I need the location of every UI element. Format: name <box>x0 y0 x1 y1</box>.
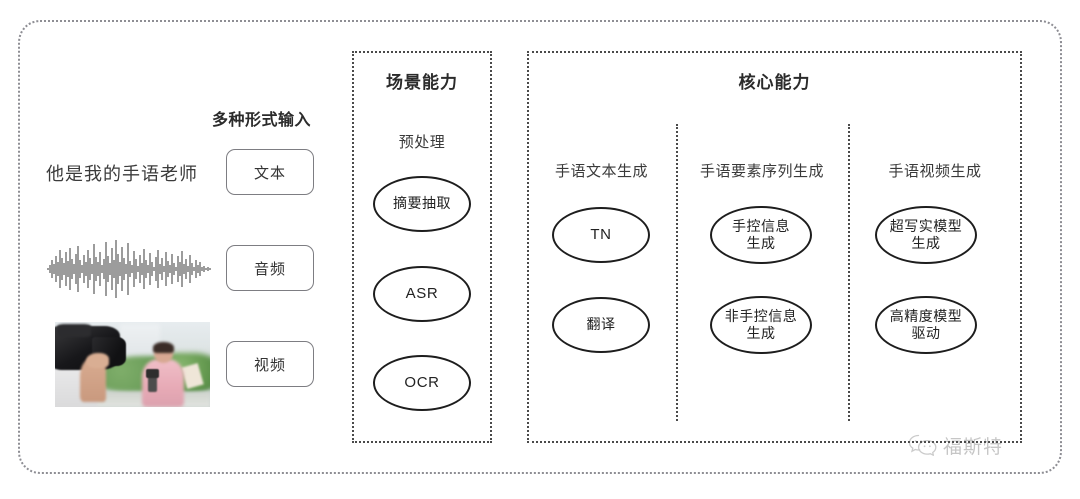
core-capability-divider-2 <box>848 124 850 421</box>
wechat-bubbles-icon <box>908 434 937 456</box>
input-section-heading: 多种形式输入 <box>212 112 312 129</box>
outer-frame <box>18 20 1062 474</box>
node-non-manual-feature-generation-label: 非手控信息 生成 <box>724 307 798 342</box>
node-tn[interactable]: TN <box>552 207 650 263</box>
node-manual-feature-generation[interactable]: 手控信息 生成 <box>710 206 812 264</box>
input-button-audio-label: 音频 <box>253 260 286 278</box>
node-tn-label: TN <box>590 225 612 243</box>
scene-capability-title: 场景能力 <box>386 73 458 92</box>
core-column-3-title: 手语视频生成 <box>888 163 982 180</box>
node-translation-label: 翻译 <box>586 316 616 333</box>
scene-capability-box <box>352 51 492 443</box>
audio-waveform-icon <box>47 240 211 298</box>
node-high-precision-model-driving-label: 高精度模型 驱动 <box>889 307 963 342</box>
core-capability-box <box>527 51 1022 443</box>
node-high-precision-model-driving[interactable]: 高精度模型 驱动 <box>875 296 977 354</box>
core-column-1-title: 手语文本生成 <box>554 163 648 180</box>
input-button-video-label: 视频 <box>253 356 286 374</box>
input-button-text[interactable]: 文本 <box>226 149 314 195</box>
node-manual-feature-generation-label: 手控信息 生成 <box>732 217 790 252</box>
node-non-manual-feature-generation[interactable]: 非手控信息 生成 <box>710 296 812 354</box>
watermark: 福斯特 <box>908 432 1003 459</box>
video-thumbnail <box>55 322 210 407</box>
input-button-audio[interactable]: 音频 <box>226 245 314 291</box>
core-capability-divider-1 <box>676 124 678 421</box>
sample-input-text: 他是我的手语老师 <box>46 164 198 184</box>
thumb-microphone-head <box>146 368 159 379</box>
thumb-microphone-handle <box>148 371 158 392</box>
core-capability-title: 核心能力 <box>738 73 811 92</box>
node-ocr[interactable]: OCR <box>373 355 471 411</box>
node-photorealistic-model-generation[interactable]: 超写实模型 生成 <box>875 206 977 264</box>
thumb-camera-hood <box>56 323 91 338</box>
node-summary-extraction[interactable]: 摘要抽取 <box>373 176 471 232</box>
thumb-reporter-hair <box>153 342 174 354</box>
scene-capability-subtitle: 预处理 <box>398 134 446 151</box>
input-button-text-label: 文本 <box>253 164 286 182</box>
watermark-text: 福斯特 <box>943 437 1004 458</box>
node-asr[interactable]: ASR <box>373 266 471 322</box>
node-ocr-label: OCR <box>404 373 440 391</box>
thumb-operator-hand <box>86 352 110 368</box>
node-asr-label: ASR <box>405 284 439 302</box>
input-button-video[interactable]: 视频 <box>226 341 314 387</box>
node-translation[interactable]: 翻译 <box>552 297 650 353</box>
node-photorealistic-model-generation-label: 超写实模型 生成 <box>889 217 963 252</box>
node-summary-extraction-label: 摘要抽取 <box>393 195 451 212</box>
core-column-2-title: 手语要素序列生成 <box>699 163 824 180</box>
